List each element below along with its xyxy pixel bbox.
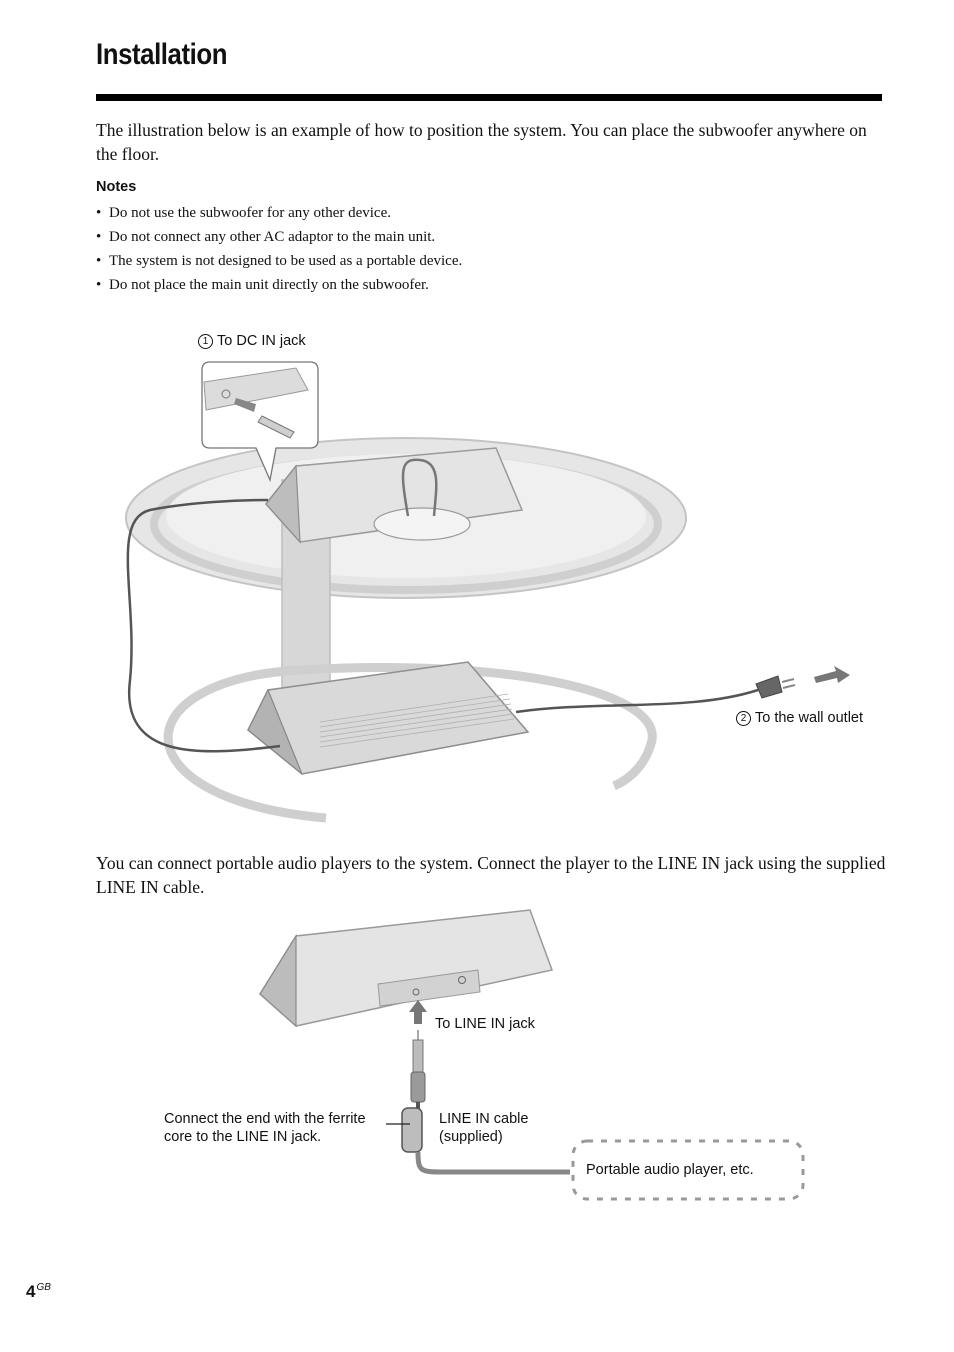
arrow-right-icon	[814, 666, 850, 683]
note-item: The system is not designed to be used as…	[96, 249, 462, 273]
notes-heading: Notes	[96, 179, 137, 195]
line-in-cable	[401, 1030, 570, 1175]
ferrite-core	[401, 1107, 423, 1153]
main-unit	[265, 447, 524, 544]
subwoofer	[247, 661, 530, 775]
line-in-jack-label: To LINE IN jack	[435, 1016, 535, 1032]
page-number: 4GB	[26, 1282, 51, 1301]
player-label: Portable audio player, etc.	[586, 1162, 754, 1178]
title-rule	[96, 94, 882, 101]
cable-label: LINE IN cable (supplied)	[439, 1111, 529, 1145]
power-plug	[755, 666, 850, 699]
ferrite-label: Connect the end with the ferrite core to…	[164, 1111, 366, 1145]
arrow-left-icon	[234, 398, 256, 412]
main-unit-back	[259, 909, 554, 1028]
power-cable	[515, 688, 759, 714]
installation-drawing	[125, 361, 850, 823]
dc-cable	[126, 498, 281, 753]
note-item: Do not connect any other AC adaptor to t…	[96, 225, 462, 249]
page-title: Installation	[96, 38, 228, 71]
portable-player-outline	[571, 1139, 805, 1201]
note-item: Do not place the main unit directly on t…	[96, 273, 462, 297]
note-item: Do not use the subwoofer for any other d…	[96, 201, 462, 225]
line-in-drawing	[259, 909, 805, 1201]
line-in-paragraph: You can connect portable audio players t…	[96, 853, 886, 897]
floor-base-ring	[163, 662, 657, 823]
line-in-illustration: To LINE IN jack Connect the end with the…	[0, 900, 954, 1210]
intro-paragraph: The illustration below is an example of …	[96, 120, 867, 164]
notes-list: Do not use the subwoofer for any other d…	[96, 201, 462, 297]
dc-jack-callout	[201, 361, 319, 483]
arrow-up-icon	[409, 1000, 427, 1024]
